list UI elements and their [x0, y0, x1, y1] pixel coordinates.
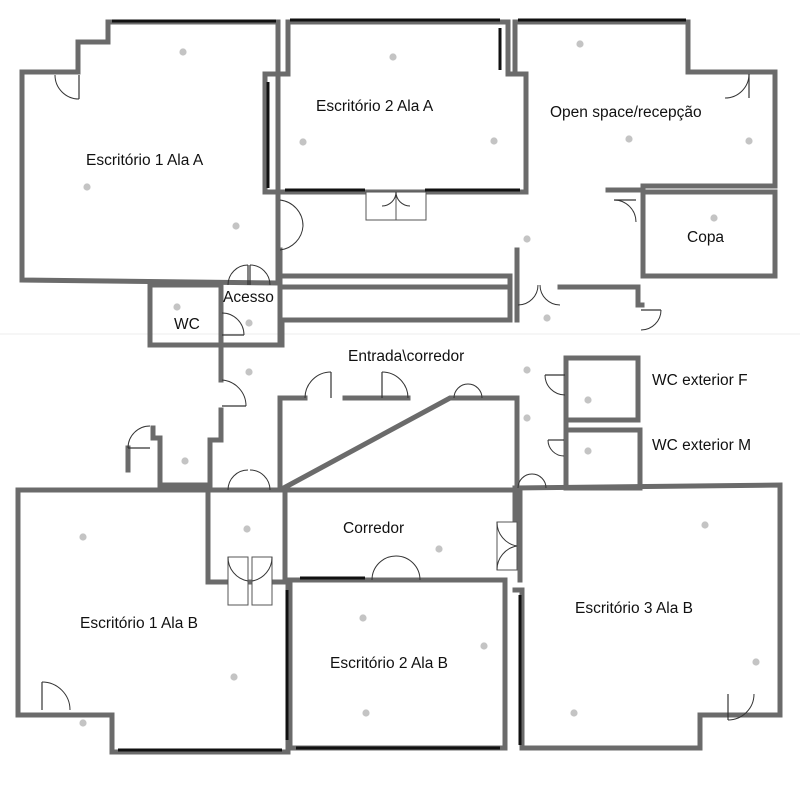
light-fixture-icon	[523, 414, 531, 422]
door-icon	[127, 425, 151, 449]
door-icon	[517, 284, 539, 306]
light-fixture-icon	[181, 457, 189, 465]
light-fixture-icon	[490, 137, 498, 145]
light-fixture-icon	[79, 719, 87, 727]
light-fixture-icon	[584, 447, 592, 455]
light-fixture-icon	[710, 214, 718, 222]
wall-escritorio-1-ala-b	[15, 487, 291, 755]
door-icon	[41, 681, 71, 711]
door-icon	[381, 371, 409, 399]
door-icon	[221, 312, 245, 336]
light-fixture-icon	[435, 545, 443, 553]
label-corredor: Corredor	[343, 520, 404, 537]
light-fixture-icon	[480, 642, 488, 650]
wall-copa	[640, 189, 778, 279]
wall-right-pass	[557, 284, 645, 308]
label-entrada-corredor: Entrada\corredor	[348, 348, 464, 365]
wall-wc	[147, 282, 224, 348]
light-fixture-icon	[570, 709, 578, 717]
door-icon	[613, 199, 637, 223]
label-copa: Copa	[687, 229, 724, 246]
light-fixture-icon	[245, 368, 253, 376]
light-fixtures	[79, 40, 760, 727]
wall-escritorio-3-ala-b	[512, 482, 783, 751]
light-fixture-icon	[299, 138, 307, 146]
label-wc-exterior-m: WC exterior M	[652, 437, 751, 454]
door-icon	[54, 74, 80, 100]
label-open-space: Open space/recepção	[550, 104, 702, 121]
door-icon	[221, 379, 247, 407]
door-icon	[517, 473, 533, 489]
light-fixture-icon	[232, 222, 240, 230]
door-icon	[395, 555, 421, 581]
wall-escritorio-2-ala-b	[287, 577, 508, 751]
label-acesso: Acesso	[223, 289, 274, 306]
light-fixture-icon	[359, 614, 367, 622]
windows	[112, 18, 686, 752]
light-fixture-icon	[584, 396, 592, 404]
walls	[15, 19, 783, 755]
door-icon	[395, 191, 427, 221]
wall-wc-m	[563, 427, 643, 491]
light-fixture-icon	[243, 525, 251, 533]
door-icon	[227, 264, 249, 286]
wall-corridor-top	[277, 273, 513, 323]
light-fixture-icon	[701, 521, 709, 529]
door-icon	[453, 383, 469, 399]
label-escritorio-1-ala-a: Escritório 1 Ala A	[86, 152, 204, 169]
door-icon	[724, 73, 750, 99]
door-icon	[227, 556, 249, 606]
light-fixture-icon	[362, 709, 370, 717]
door-icon	[531, 473, 547, 489]
door-icon	[539, 284, 561, 306]
wall-escritorio-1-ala-a	[19, 19, 281, 286]
door-icon	[249, 469, 271, 491]
light-fixture-icon	[523, 235, 531, 243]
light-fixture-icon	[543, 314, 551, 322]
light-fixture-icon	[389, 53, 397, 61]
wall-acesso	[218, 317, 285, 348]
wall-center-block	[277, 395, 520, 493]
door-icon	[640, 309, 662, 331]
door-icon	[304, 371, 332, 399]
room-labels: Escritório 1 Ala A Escritório 2 Ala A Op…	[80, 98, 751, 672]
door-icon	[467, 383, 483, 399]
label-escritorio-3-ala-b: Escritório 3 Ala B	[575, 600, 693, 617]
light-fixture-icon	[83, 183, 91, 191]
label-escritorio-2-ala-a: Escritório 2 Ala A	[316, 98, 434, 115]
door-icon	[227, 469, 249, 491]
wall-wc-f	[563, 355, 641, 423]
light-fixture-icon	[230, 673, 238, 681]
light-fixture-icon	[245, 319, 253, 327]
label-escritorio-2-ala-b: Escritório 2 Ala B	[330, 655, 448, 672]
door-icon	[365, 191, 397, 221]
wall-entrada-left	[150, 342, 224, 488]
light-fixture-icon	[752, 658, 760, 666]
door-icon	[727, 693, 755, 721]
door-icon	[251, 556, 273, 606]
door-icon	[496, 521, 518, 571]
light-fixture-icon	[173, 303, 181, 311]
light-fixture-icon	[576, 40, 584, 48]
door-icon	[544, 374, 566, 396]
wall-escritorio-2-ala-a	[262, 19, 529, 195]
light-fixture-icon	[79, 533, 87, 541]
light-fixture-icon	[179, 48, 187, 56]
door-icon	[279, 225, 304, 251]
label-wc-exterior-f: WC exterior F	[652, 372, 748, 389]
label-escritorio-1-ala-b: Escritório 1 Ala B	[80, 615, 198, 632]
door-icon	[249, 264, 271, 286]
door-icon	[279, 199, 304, 227]
door-icon	[547, 439, 565, 457]
door-icon	[371, 555, 397, 581]
wall-open-space	[512, 19, 778, 189]
light-fixture-icon	[523, 366, 531, 374]
label-wc: WC	[174, 316, 200, 333]
light-fixture-icon	[625, 135, 633, 143]
doors	[41, 73, 755, 721]
light-fixture-icon	[745, 137, 753, 145]
